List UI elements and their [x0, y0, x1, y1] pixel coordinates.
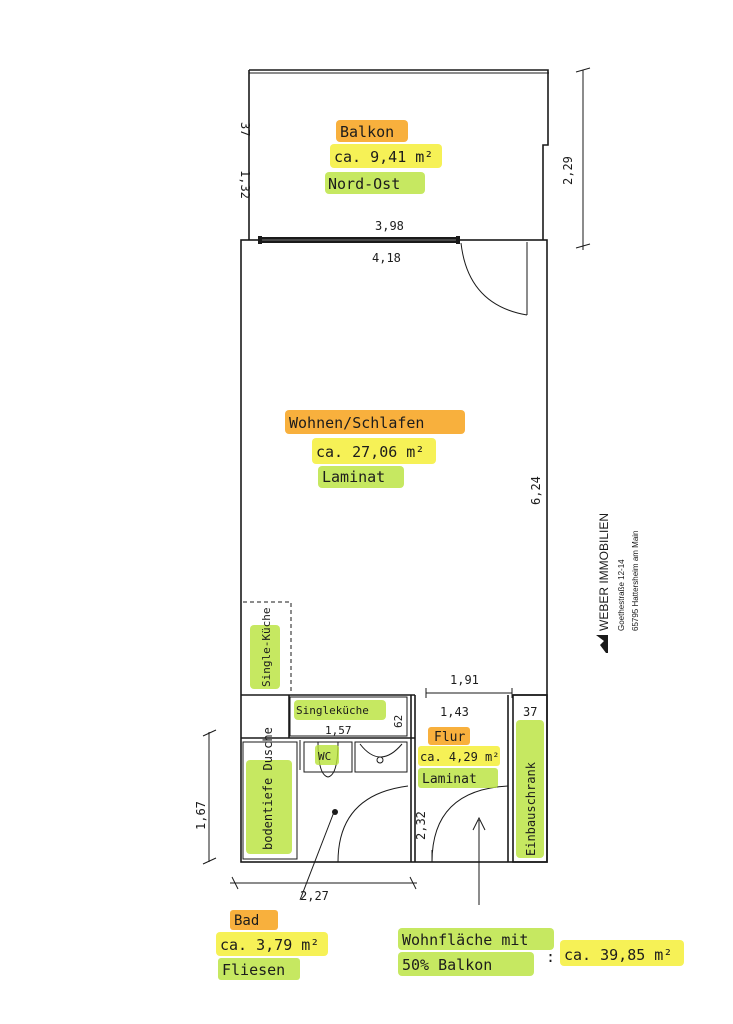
highlights — [216, 120, 684, 980]
hall-name: Flur — [434, 730, 465, 745]
wardrobe-label: Einbauschrank — [524, 761, 538, 856]
shower-label: bodentiefe Dusche — [261, 727, 275, 850]
dim-232: 2,32 — [414, 811, 428, 840]
company-street: Goethestraße 12-14 — [617, 559, 626, 631]
living-name: Wohnen/Schlafen — [289, 414, 424, 432]
summary-label-line2: 50% Balkon — [402, 956, 492, 974]
dim-167: 1,67 — [194, 801, 208, 830]
dim-398: 3,98 — [375, 219, 404, 233]
balcony-outline — [248, 69, 549, 240]
balcony-area: ca. 9,41 m² — [334, 148, 433, 166]
summary: Wohnfläche mit 50% Balkon : ca. 39,85 m² — [402, 931, 672, 974]
dim-624: 6,24 — [529, 476, 543, 505]
company-city: 65795 Hattersheim am Main — [631, 531, 640, 632]
bath-floor: Fliesen — [222, 961, 285, 979]
bath-name: Bad — [234, 913, 259, 929]
singlekueche-horizontal-label: Singleküche — [296, 704, 369, 717]
wc-label: WC — [318, 750, 331, 763]
dim-227: 2,27 — [300, 889, 329, 903]
living-floor: Laminat — [322, 468, 385, 486]
singlekueche-vertical-label: Single-Küche — [260, 608, 273, 687]
dim-37-right: 37 — [523, 705, 537, 719]
dim-157: 1,57 — [325, 724, 352, 737]
company-name: WEBER IMMOBILIEN — [597, 513, 611, 631]
balcony-name: Balkon — [340, 123, 394, 141]
dim-37-top: 37 — [238, 122, 252, 136]
room-labels: Balkon ca. 9,41 m² Nord-Ost Wohnen/Schla… — [220, 123, 499, 979]
hall-area: ca. 4,29 m² — [420, 750, 499, 764]
dim-191: 1,91 — [450, 673, 479, 687]
hall-floor: Laminat — [422, 772, 477, 787]
dim-229: 2,29 — [561, 156, 575, 185]
dim-132: 1,32 — [238, 170, 252, 199]
summary-total: ca. 39,85 m² — [564, 946, 672, 964]
dim-62: 62 — [392, 715, 405, 728]
living-area: ca. 27,06 m² — [316, 443, 424, 461]
dimension-texts: 37 1,32 2,29 3,98 4,18 6,24 1,91 1,43 37… — [194, 122, 575, 903]
dim-143: 1,43 — [440, 705, 469, 719]
weber-logo-icon — [596, 635, 608, 653]
fixture-labels: Single-Küche Singleküche WC bodentiefe D… — [260, 608, 538, 856]
summary-label-line1: Wohnfläche mit — [402, 931, 528, 949]
bath-area: ca. 3,79 m² — [220, 936, 319, 954]
balcony-orientation: Nord-Ost — [328, 175, 400, 193]
dim-418: 4,18 — [372, 251, 401, 265]
dimension-lines — [202, 67, 591, 905]
company-logo: WEBER IMMOBILIEN Goethestraße 12-14 6579… — [578, 495, 648, 655]
summary-colon: : — [546, 948, 555, 966]
